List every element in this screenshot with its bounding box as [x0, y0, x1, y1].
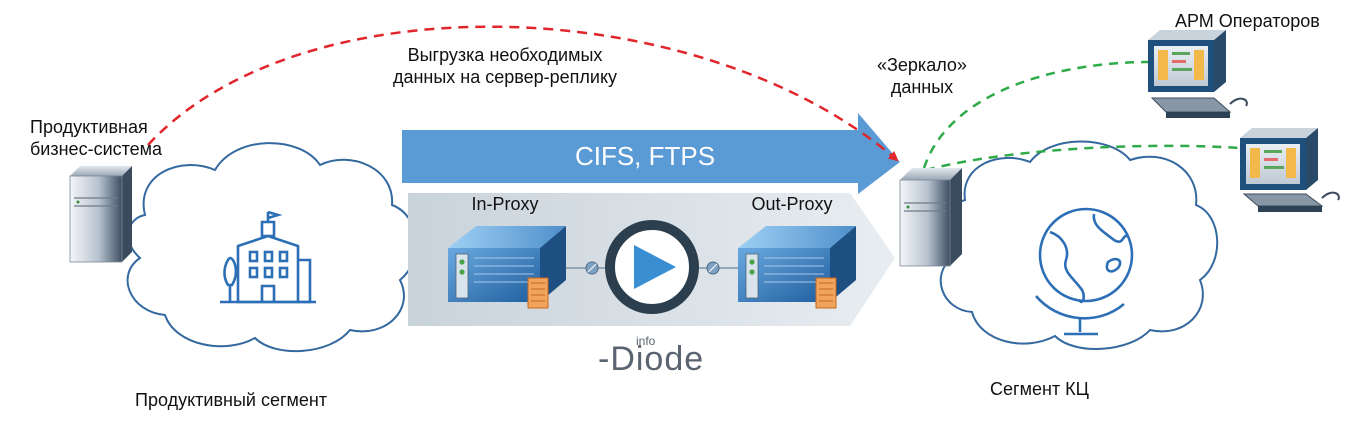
protocol-arrow: [402, 113, 900, 194]
upload-caption-line2: данных на сервер-реплику: [392, 67, 618, 87]
mirror-label: «Зеркало» данных: [852, 54, 992, 98]
mirror-server-icon: [899, 168, 962, 267]
building-icon: [220, 210, 316, 304]
in-proxy-label: In-Proxy: [471, 194, 538, 214]
operator-link-2: [925, 144, 1241, 172]
link-connector-icon: [585, 261, 599, 275]
operator-link-1: [922, 60, 1151, 169]
operator-workstation-icon: [1148, 30, 1248, 118]
mirror-line2: данных: [890, 77, 954, 97]
business-server-icon: [69, 166, 132, 263]
production-segment-label: Продуктивный сегмент: [135, 390, 328, 410]
in-proxy-server-icon: [448, 226, 566, 309]
production-cloud: [126, 142, 418, 353]
operator-workstation-icon: [1240, 128, 1340, 212]
globe-icon: [1035, 207, 1134, 336]
mirror-line1: «Зеркало»: [877, 55, 967, 75]
out-proxy-server-icon: [738, 226, 856, 309]
logo-super: info: [636, 334, 656, 348]
play-icon: [605, 220, 699, 314]
business-system-label: Продуктивная бизнес-система: [30, 116, 162, 160]
upload-caption-line1: Выгрузка необходимых: [407, 45, 603, 65]
kc-segment-label: Сегмент КЦ: [990, 379, 1089, 399]
info-diode-logo: -Diode info: [598, 334, 704, 378]
protocol-label: CIFS, FTPS: [575, 141, 715, 171]
business-system-line2: бизнес-система: [30, 139, 163, 159]
kc-cloud: [939, 140, 1219, 350]
link-connector-icon: [706, 261, 720, 275]
logo-main: -Diode: [598, 340, 704, 378]
upload-caption: Выгрузка необходимых данных на сервер-ре…: [355, 44, 655, 88]
out-proxy-label: Out-Proxy: [751, 194, 832, 214]
business-system-line1: Продуктивная: [30, 117, 148, 137]
operators-label: АРМ Операторов: [1175, 11, 1320, 31]
